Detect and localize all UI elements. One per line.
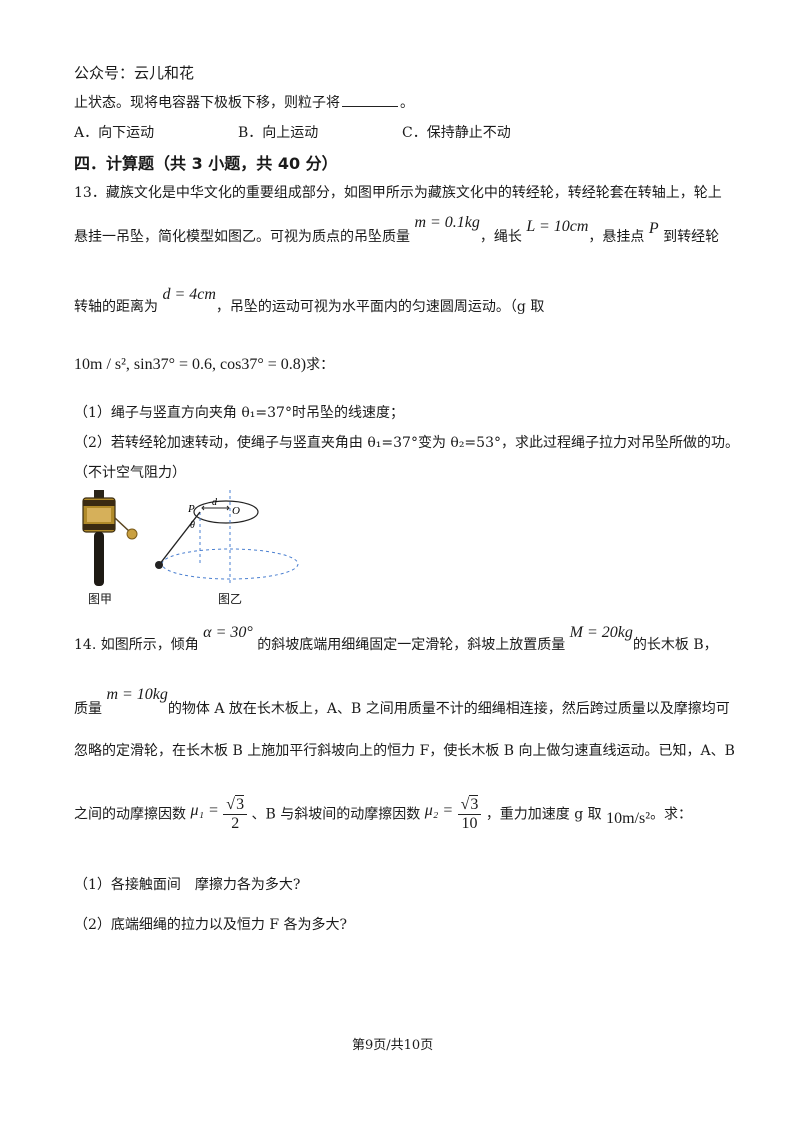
label-d: d [212,497,218,508]
q13-sub1: （1）绳子与竖直方向夹角 θ₁=37°时吊坠的线速度； [74,405,404,421]
q14-line4-text-b: 、B 与斜坡间的动摩擦因数 [251,806,421,823]
q12-option-b: B．向上运动 [238,125,319,141]
label-p: P [187,503,195,515]
q13-line3: 转轴的距离为 d = 4cm，吊坠的运动可视为水平面内的匀速圆周运动。（g 取 [74,286,545,316]
q14-line2-text-b: 的物体 A 放在长木板上，A、B 之间用质量不计的细绳相连接，然后跨过质量以及摩… [167,701,730,717]
q13-line3-text-b: ，吊坠的运动可视为水平面内的匀速圆周运动。（g 取 [215,299,545,315]
big-mass-formula: M = 20kg [569,624,633,641]
constants-formula: 10m / s², sin37° = 0.6, cos37° = 0.8) [74,356,307,373]
page-number: 第9页/共10页 [352,1038,434,1053]
q14-line2: 质量 m = 10kg的物体 A 放在长木板上，A、B 之间用质量不计的细绳相连… [74,686,730,718]
q13-line3-text-a: 转轴的距离为 [74,299,158,315]
q14-line1-text-a: 14. 如图所示，倾角 [74,637,199,653]
gravity-formula: 10m/s² [606,809,651,827]
q14-line4-text-c: ，重力加速度 g 取 [485,806,602,823]
q13-line2-text-b: ，绳长 [479,229,522,245]
q13-line2-text-c: ，悬挂点 [588,229,645,245]
q14-sub1: （1）各接触面间 摩擦力各为多大? [74,877,301,893]
q14-line1-text-b: 的斜坡底端用细绳固定一定滑轮，斜坡上放置质量 [257,637,566,653]
mu1-fraction: √3 2 [223,795,248,833]
q12-line: 止状态。现将电容器下极板下移，则粒子将 。 [74,92,414,112]
small-mass-formula: m = 10kg [106,686,168,703]
q14-line3: 忽略的定滑轮，在长木板 B 上施加平行斜坡向上的恒力 F，使长木板 B 向上做匀… [74,743,735,759]
point-p: P [648,220,659,237]
q12-text: 止状态。现将电容器下极板下移，则粒子将 [74,95,340,111]
q14-line1-text-c: 的长木板 B， [632,637,718,653]
q14-line4-end: 。求： [650,806,693,823]
pendulum-model-figure: P d O θ [155,490,299,586]
q14-line4-text-a: 之间的动摩擦因数 [74,806,186,823]
label-theta: θ [190,520,195,531]
q13-line2-text-a: 悬挂一吊坠，简化模型如图乙。可视为质点的吊坠质量 [74,229,410,245]
q13-sub2: （2）若转经轮加速转动，使绳子与竖直夹角由 θ₁=37°变为 θ₂=53°，求此… [74,435,739,451]
mass-formula: m = 0.1kg [414,214,480,231]
q14-line1: 14. 如图所示，倾角 α = 30° 的斜坡底端用细绳固定一定滑轮，斜坡上放置… [74,624,718,654]
q13-line2-text-d: 到转经轮 [663,229,720,245]
prayer-wheel-figure [82,490,138,586]
q13-line1: 13．藏族文化是中华文化的重要组成部分，如图甲所示为藏族文化中的转经轮，转经轮套… [74,185,722,201]
figure-b-caption: 图乙 [218,592,243,606]
q12-option-a: A．向下运动 [74,125,155,141]
section-heading: 四．计算题（共 3 小题，共 40 分） [74,154,338,173]
q14-line2-text-a: 质量 [74,701,102,717]
q13-line2: 悬挂一吊坠，简化模型如图乙。可视为质点的吊坠质量 m = 0.1kg，绳长 L … [74,214,720,246]
q13-line4: 10m / s², sin37° = 0.6, cos37° = 0.8)求： [74,354,334,374]
answer-blank [342,94,398,107]
mu1-denominator: 2 [231,815,240,832]
q12-option-c: C．保持静止不动 [402,125,511,141]
length-formula: L = 10cm [526,218,589,235]
q14-sub2: （2）底端细绳的拉力以及恒力 F 各为多大? [74,917,348,933]
distance-formula: d = 4cm [162,286,216,303]
wechat-header: 公众号：云儿和花 [74,64,195,82]
q14-line4: 之间的动摩擦因数 μ₁ = √3 2 、B 与斜坡间的动摩擦因数 μ₂ = √3… [74,795,693,833]
angle-formula: α = 30° [203,624,253,641]
mu1-lhs: μ₁ = [190,801,219,819]
mu2-numerator: 3 [469,795,479,813]
mu2-fraction: √3 10 [457,795,482,833]
label-o: O [232,505,240,517]
mu1-numerator: 3 [235,795,245,813]
q13-note: （不计空气阻力） [74,465,186,481]
figure-a-caption: 图甲 [88,592,113,606]
mu2-lhs: μ₂ = [424,801,454,819]
q12-period: 。 [400,95,414,111]
mu2-denominator: 10 [461,815,478,832]
q13-line4-end: 求： [306,357,335,373]
